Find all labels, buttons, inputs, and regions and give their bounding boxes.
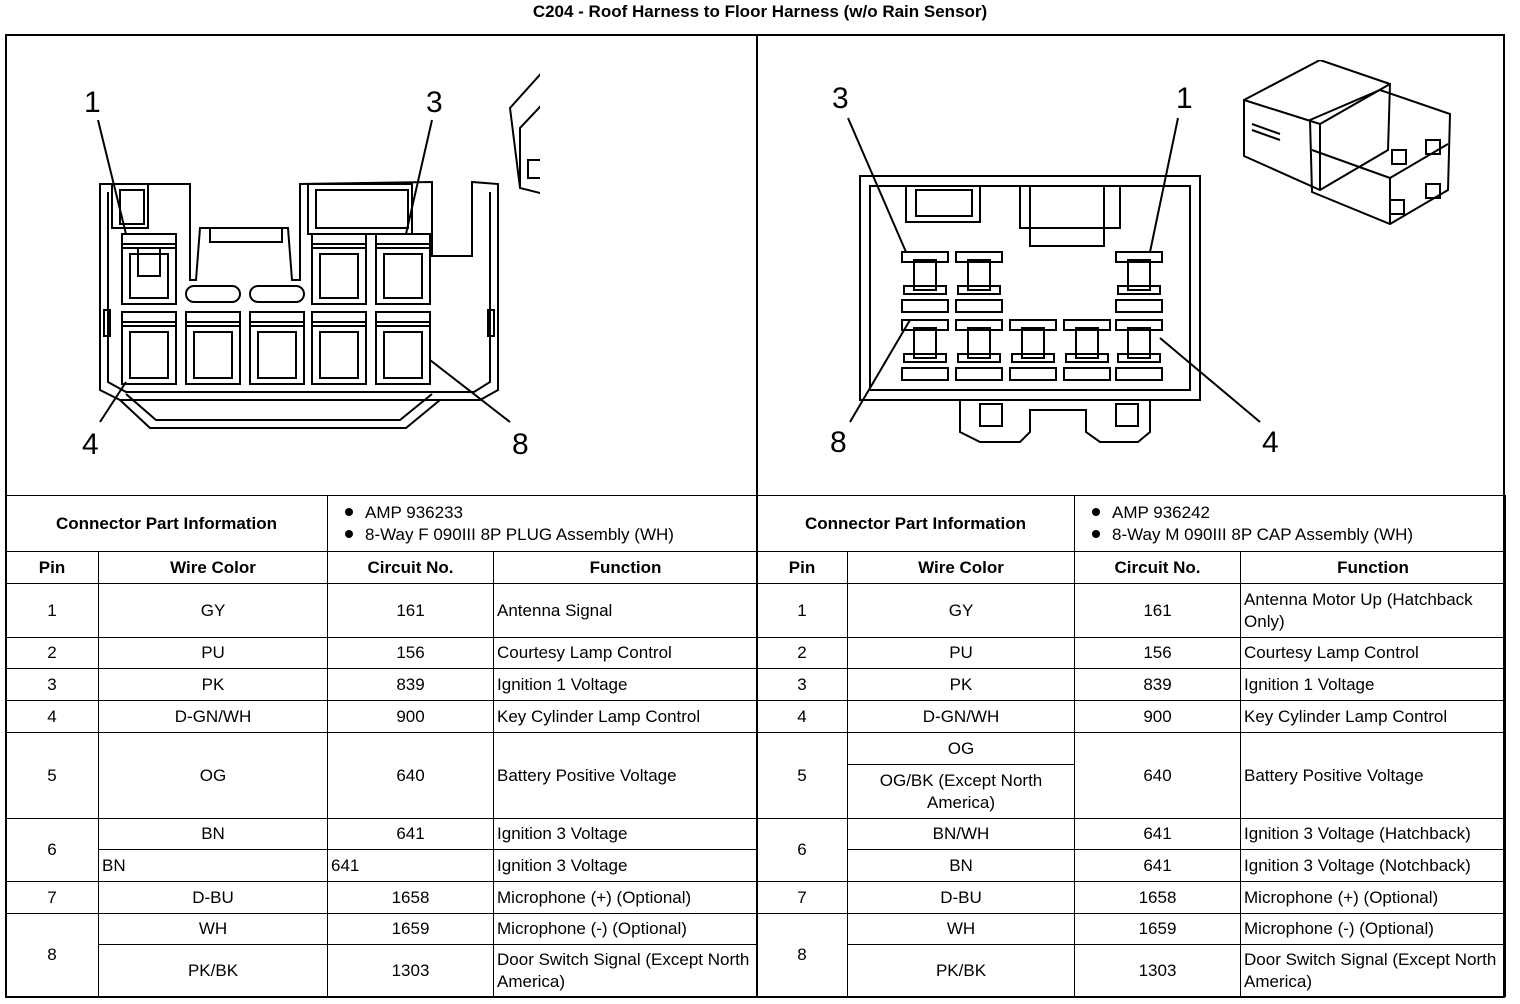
- left-connector-face-view: 1 3 4 8: [82, 73, 540, 461]
- diagram-title: C204 - Roof Harness to Floor Harness (w/…: [532, 2, 988, 21]
- right-connector-face-view: 3 1 8 4: [830, 60, 1452, 459]
- right-pinout-table: Connector Part Information AMP 936242 8-…: [755, 495, 1507, 997]
- left-pinout-table: Connector Part Information AMP 936233 8-…: [4, 495, 759, 997]
- callout-pin: 3: [832, 82, 849, 115]
- callout-pin: 4: [1262, 426, 1279, 459]
- part-info-label: Connector Part Information: [4, 495, 329, 552]
- header-function: Function: [493, 551, 759, 584]
- callout-pin: 3: [426, 86, 443, 119]
- header-circuit: Circuit No.: [327, 551, 495, 584]
- part-info-list: AMP 936242 8-Way M 090III 8P CAP Assembl…: [1074, 495, 1507, 552]
- header-wire-color: Wire Color: [846, 551, 1076, 584]
- part-info-item: AMP 936233: [331, 502, 754, 524]
- table-row: OG/BK (Except North America): [757, 764, 1506, 819]
- callout-pin: 1: [84, 86, 101, 119]
- callout-pin: 8: [830, 426, 847, 459]
- callout-pin: 8: [512, 428, 529, 461]
- callout-pin: 1: [1176, 82, 1193, 115]
- header-pin: Pin: [756, 551, 848, 584]
- header-circuit: Circuit No.: [1074, 551, 1242, 584]
- panel-divider: [756, 34, 758, 496]
- part-info-list: AMP 936233 8-Way F 090III 8P PLUG Assemb…: [327, 495, 759, 552]
- header-pin: Pin: [5, 551, 99, 584]
- part-info-label: Connector Part Information: [755, 495, 1076, 552]
- header-wire-color: Wire Color: [97, 551, 329, 584]
- callout-pin: 4: [82, 428, 99, 461]
- header-function: Function: [1240, 551, 1507, 584]
- part-info-item: AMP 936242: [1078, 502, 1502, 524]
- part-info-item: 8-Way F 090III 8P PLUG Assembly (WH): [331, 524, 754, 546]
- part-info-item: 8-Way M 090III 8P CAP Assembly (WH): [1078, 524, 1502, 546]
